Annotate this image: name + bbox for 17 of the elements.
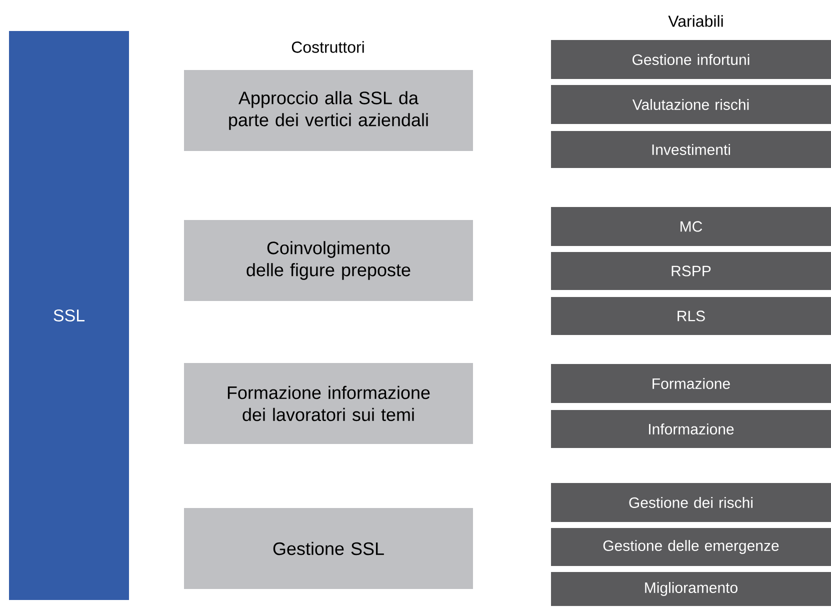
construct-box: Formazione informazione dei lavoratori sui temi	[184, 362, 473, 444]
variable-box: RLS	[551, 296, 831, 335]
column-heading: Costruttori	[292, 41, 364, 53]
variable-box: Miglioramento	[551, 572, 831, 606]
construct-box: Coinvolgimento delle figure preposte	[184, 220, 473, 301]
ssl-bar: SSL	[9, 31, 129, 600]
variable-box: Informazione	[551, 410, 831, 448]
variable-box: Formazione	[551, 364, 831, 403]
variable-box: Gestione dei rischi	[551, 482, 831, 522]
variable-box: Investimenti	[551, 131, 831, 168]
variable-box: Gestione delle emergenze	[551, 528, 831, 566]
variable-box: MC	[551, 207, 831, 246]
variable-box: Gestione infortuni	[551, 40, 831, 79]
variable-box: Valutazione rischi	[551, 85, 831, 124]
construct-box: Gestione SSL	[184, 508, 473, 589]
construct-box: Approccio alla SSL da parte dei vertici aziendali	[184, 70, 473, 151]
variable-box: RSPP	[551, 252, 831, 290]
